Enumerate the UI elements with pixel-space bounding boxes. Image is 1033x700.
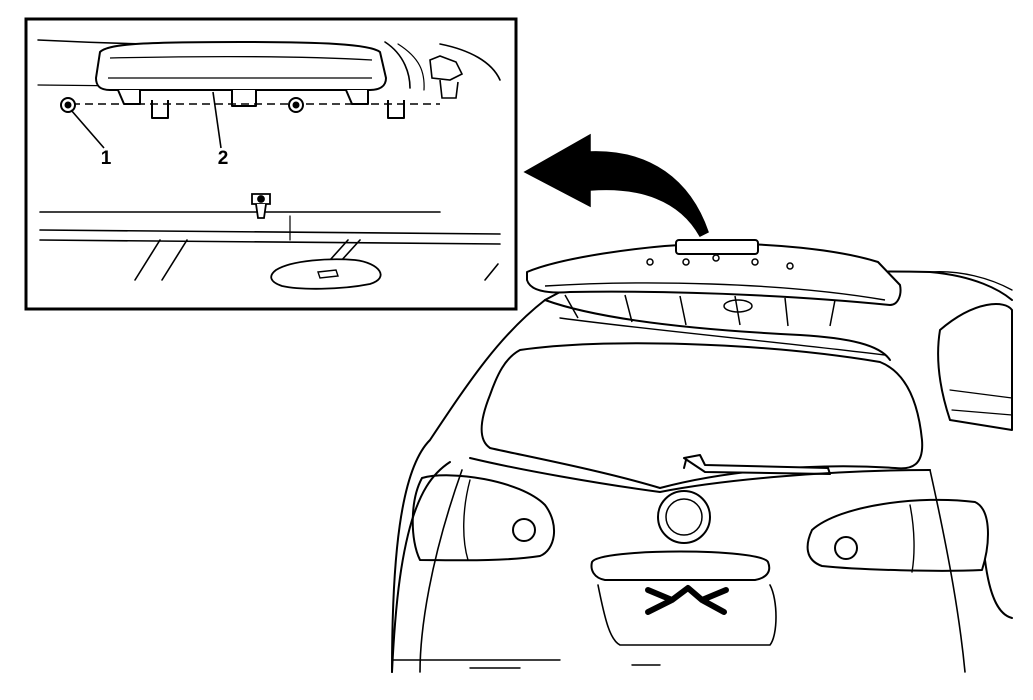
right-side-window (937, 303, 1013, 431)
callout-1: 1 (101, 148, 112, 169)
fastener-left (60, 97, 76, 113)
left-quarter-edge (391, 461, 451, 673)
rear-window (480, 342, 924, 489)
emblem (657, 490, 711, 544)
removal-arrow (523, 133, 709, 237)
roof-bracket (429, 55, 464, 99)
rear-wiper (683, 454, 831, 475)
vehicle-rear-view (391, 270, 1013, 673)
roof-clip (251, 193, 271, 219)
callout-2: 2 (218, 148, 229, 169)
fastener-right (288, 97, 304, 113)
body-outline (391, 270, 1013, 673)
roof-edge (544, 299, 891, 361)
liftgate-edge (469, 457, 931, 493)
harness-connector (270, 258, 382, 290)
right-tail-lamp (806, 498, 989, 572)
left-tail-lamp (411, 474, 556, 562)
brake-lamp-assembly (95, 41, 405, 119)
license-pocket (590, 550, 771, 581)
roof-edge-inner (559, 317, 886, 356)
release-handle (645, 585, 729, 615)
detail-inset: 1 2 (24, 17, 518, 311)
lifted-brake-lamp-panel (526, 239, 902, 327)
